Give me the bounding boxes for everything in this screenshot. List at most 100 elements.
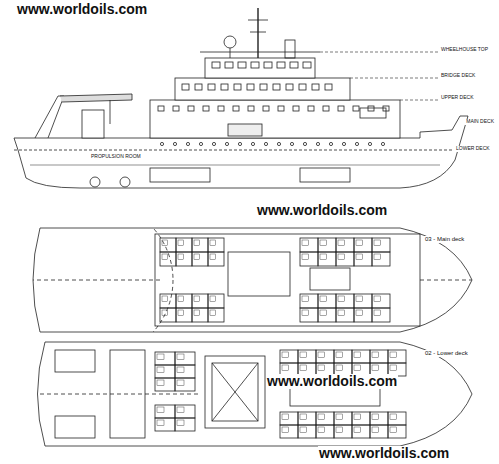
cabin (334, 350, 352, 363)
crane-swing (17, 202, 173, 358)
cabin (336, 308, 354, 322)
cabin (155, 378, 175, 391)
cabin (298, 425, 316, 438)
berth (157, 354, 164, 359)
lower-deck-plan (38, 342, 473, 446)
cabin (318, 252, 336, 266)
window (312, 84, 319, 90)
wheelhouse (205, 58, 315, 78)
window (188, 106, 194, 111)
deckhouse (155, 234, 420, 326)
centre-line (420, 280, 472, 281)
berth (318, 365, 324, 370)
hatch-inner (212, 363, 258, 421)
window (368, 106, 374, 111)
berth (354, 365, 360, 370)
berth (318, 414, 324, 419)
cabin (334, 425, 352, 438)
cabin (354, 252, 372, 266)
porthole (238, 142, 241, 145)
berth (162, 254, 168, 260)
cabin (388, 350, 406, 363)
room (110, 350, 145, 438)
hatch-cross (212, 363, 258, 421)
cabins (155, 350, 406, 438)
cabin (318, 238, 336, 252)
porthole (368, 142, 371, 145)
cabin (352, 350, 370, 363)
cabin (370, 350, 388, 363)
deck-line (14, 150, 452, 151)
berth (354, 414, 360, 419)
a-frame (35, 96, 64, 138)
cabin (208, 308, 224, 322)
cabin (316, 425, 334, 438)
window (238, 62, 246, 68)
berth (157, 367, 164, 372)
berth (178, 310, 184, 316)
deck-label: UPPER DECK (440, 95, 475, 101)
cabin (372, 252, 390, 266)
berth (157, 380, 164, 385)
cabin (300, 238, 318, 252)
porthole (303, 142, 306, 145)
berth (336, 427, 342, 432)
cabin (316, 350, 334, 363)
hatch-cross (212, 363, 258, 421)
deck-label: MAIN DECK (465, 119, 495, 125)
cabin (155, 418, 175, 431)
berth (210, 240, 216, 246)
berth (374, 254, 380, 260)
window (173, 106, 179, 111)
cabin (175, 378, 195, 391)
deck-outline (38, 342, 473, 446)
berth (390, 414, 396, 419)
cabin (370, 425, 388, 438)
cabin (155, 405, 175, 418)
cabin (160, 308, 176, 322)
cabin (192, 238, 208, 252)
berth (356, 254, 362, 260)
deck-title: 02 - Lower deck (424, 350, 469, 357)
berth (336, 365, 342, 370)
cabin (298, 412, 316, 425)
propeller (120, 177, 130, 187)
porthole (277, 142, 280, 145)
deck-level-lines (320, 52, 472, 124)
cabin (336, 238, 354, 252)
window-row (158, 62, 389, 146)
cabin (175, 405, 195, 418)
berth (336, 352, 342, 357)
window (286, 84, 293, 90)
cabin (318, 308, 336, 322)
deck-label: LOWER DECK (455, 146, 491, 152)
berth (194, 240, 200, 246)
berth (302, 310, 308, 316)
level-line (320, 52, 438, 53)
berth (320, 240, 326, 246)
berth (300, 352, 306, 357)
window (264, 62, 272, 68)
porthole (160, 142, 163, 145)
porthole (264, 142, 267, 145)
watermark: www.worldoils.com (318, 446, 450, 461)
cabin (316, 412, 334, 425)
deck-label: BRIDGE DECK (440, 73, 476, 79)
window (263, 106, 269, 111)
cabin (155, 352, 175, 365)
window (218, 106, 224, 111)
berth (302, 254, 308, 260)
berth (390, 427, 396, 432)
cabin (372, 308, 390, 322)
cabin (300, 252, 318, 266)
cabin (175, 352, 195, 365)
berth (210, 254, 216, 260)
porthole (329, 142, 332, 145)
berth (390, 365, 396, 370)
cabin (176, 294, 192, 308)
radar-pole (230, 48, 231, 58)
cabin (298, 350, 316, 363)
berth (320, 310, 326, 316)
main-deck-plan (17, 202, 472, 358)
berth (356, 310, 362, 316)
